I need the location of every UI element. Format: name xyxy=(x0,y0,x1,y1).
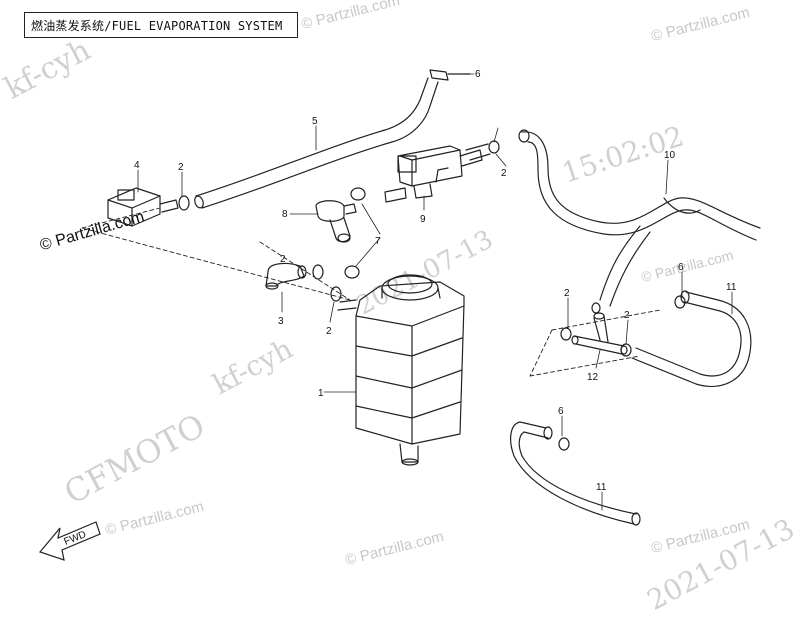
callout-5: 5 xyxy=(312,116,318,127)
clamp-2-f xyxy=(591,302,601,314)
clamp-2-c xyxy=(330,286,342,302)
elbow-8 xyxy=(315,200,357,243)
clamp-2-e xyxy=(620,343,632,357)
callout-labels: 5 2 4 6 8 7 9 2 2 3 2 1 10 2 2 12 6 11 6… xyxy=(134,69,737,493)
clamp-6-top xyxy=(429,69,449,81)
clamp-2-d xyxy=(560,327,572,341)
callout-3: 3 xyxy=(278,316,284,327)
purge-valve-9 xyxy=(384,145,483,203)
fwd-arrow xyxy=(38,521,101,561)
callout-2-e: 2 xyxy=(624,310,630,321)
clamp-7-a xyxy=(350,187,366,201)
clamp-2-b xyxy=(488,140,500,154)
diagram-title-box: 燃油蒸发系统/FUEL EVAPORATION SYSTEM xyxy=(24,12,298,38)
canister-1 xyxy=(337,274,465,466)
leaders xyxy=(137,73,733,511)
callout-6-mid: 6 xyxy=(678,262,684,273)
callout-10: 10 xyxy=(664,150,676,161)
callout-8: 8 xyxy=(282,209,288,220)
diagram-title: 燃油蒸发系统/FUEL EVAPORATION SYSTEM xyxy=(31,18,283,33)
callout-11-lower: 11 xyxy=(596,482,607,493)
hose-11-lower xyxy=(510,421,635,525)
hose-3 xyxy=(265,262,307,290)
callout-4: 4 xyxy=(134,160,140,171)
callout-11-upper: 11 xyxy=(726,282,737,293)
callout-2-a: 2 xyxy=(178,162,184,173)
clamp-7-b xyxy=(344,265,360,279)
parts-diagram: FWD 5 2 4 6 8 7 9 2 2 3 2 1 10 2 2 12 6 … xyxy=(38,69,761,561)
valve-4 xyxy=(107,187,179,227)
hose-10 xyxy=(521,131,761,229)
clamp-6-low xyxy=(558,437,570,451)
callout-2-g: 2 xyxy=(280,254,286,265)
callout-9: 9 xyxy=(420,214,426,225)
callout-2-b: 2 xyxy=(501,168,507,179)
callout-12: 12 xyxy=(587,372,599,383)
callout-6-top: 6 xyxy=(475,69,481,80)
tee-12 xyxy=(571,312,628,355)
callout-7: 7 xyxy=(375,236,381,247)
hose-11-upper xyxy=(635,301,742,377)
callout-6-low: 6 xyxy=(558,406,564,417)
clamp-2-g xyxy=(312,264,324,280)
callout-2-d: 2 xyxy=(564,288,570,299)
callout-1: 1 xyxy=(318,388,324,399)
hose-5 xyxy=(195,77,429,197)
clamp-2-a xyxy=(178,195,190,211)
hose-valve-right xyxy=(465,143,491,161)
clamp-6-mid xyxy=(674,295,686,309)
dashed-leader-right xyxy=(529,309,661,377)
dashed-leader-left xyxy=(81,207,351,301)
callout-2-c: 2 xyxy=(326,326,332,337)
